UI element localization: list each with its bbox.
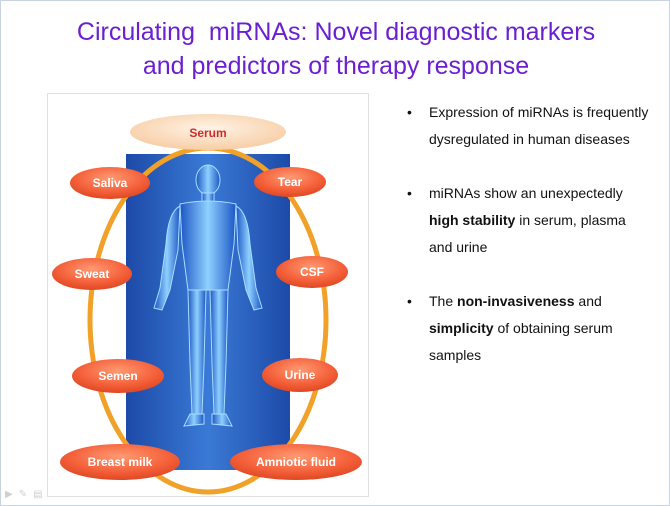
bullet-3-mid: and — [574, 293, 602, 309]
pen-icon[interactable]: ✎ — [18, 489, 28, 500]
bullet-list: • Expression of miRNAs is frequently dys… — [401, 99, 651, 396]
oval-saliva — [70, 167, 150, 199]
bullet-item-expression: • Expression of miRNAs is frequently dys… — [401, 99, 651, 153]
title-line-1: Circulating miRNAs: Novel diagnostic mar… — [76, 18, 596, 46]
oval-breast-milk — [60, 444, 180, 480]
label-urine: Urine — [285, 368, 316, 382]
right-ovals: Tear CSF Urine Amniotic fluid — [230, 167, 362, 480]
oval-urine — [262, 358, 338, 392]
bullet-dot-icon: • — [407, 185, 412, 201]
label-semen: Semen — [98, 369, 137, 383]
bullet-item-stability: • miRNAs show an unexpectedly high stabi… — [401, 180, 651, 261]
bullet-2-bold: high stability — [429, 212, 516, 228]
oval-amniotic-fluid — [230, 444, 362, 480]
bullet-dot-icon: • — [407, 293, 412, 309]
label-tear: Tear — [278, 175, 303, 189]
label-sweat: Sweat — [75, 267, 110, 281]
bullet-3-bold-2: simplicity — [429, 320, 494, 336]
label-breast-milk: Breast milk — [88, 455, 153, 469]
bullet-1-text: Expression of miRNAs is frequently dysre… — [429, 104, 649, 147]
oval-sweat — [52, 258, 132, 290]
menu-icon[interactable]: ▤ — [33, 489, 43, 500]
serum-oval — [130, 114, 286, 150]
diagram-svg: Serum Saliva Sweat Semen Breast milk Tea… — [52, 114, 362, 495]
slideshow-controls: ▶ ✎ ▤ — [5, 489, 43, 500]
play-icon[interactable]: ▶ — [5, 489, 13, 500]
label-serum: Serum — [189, 126, 226, 140]
slide-title: Circulating miRNAs: Novel diagnostic mar… — [21, 15, 651, 83]
title-line-2: and predictors of therapy response — [142, 52, 530, 80]
bullet-2-post: in serum, plasma and urine — [429, 212, 626, 255]
bullet-2-pre: miRNAs show an unexpectedly — [429, 185, 623, 201]
label-amniotic-fluid: Amniotic fluid — [256, 455, 336, 469]
bullet-3-post: of obtaining serum samples — [429, 320, 613, 363]
label-saliva: Saliva — [93, 176, 128, 190]
left-ovals: Saliva Sweat Semen Breast milk — [52, 167, 180, 480]
bullet-3-pre: The — [429, 293, 458, 309]
human-figure — [153, 164, 263, 427]
body-fluids-diagram: Serum Saliva Sweat Semen Breast milk Tea… — [47, 93, 369, 497]
label-csf: CSF — [300, 265, 324, 279]
oval-tear — [254, 167, 326, 197]
oval-csf — [276, 256, 348, 288]
bullet-3-bold-1: non-invasiveness — [457, 293, 575, 309]
bullet-item-non-invasiveness: • The non-invasiveness and simplicity of… — [401, 288, 651, 369]
oval-semen — [72, 359, 164, 393]
bullet-dot-icon: • — [407, 104, 412, 120]
